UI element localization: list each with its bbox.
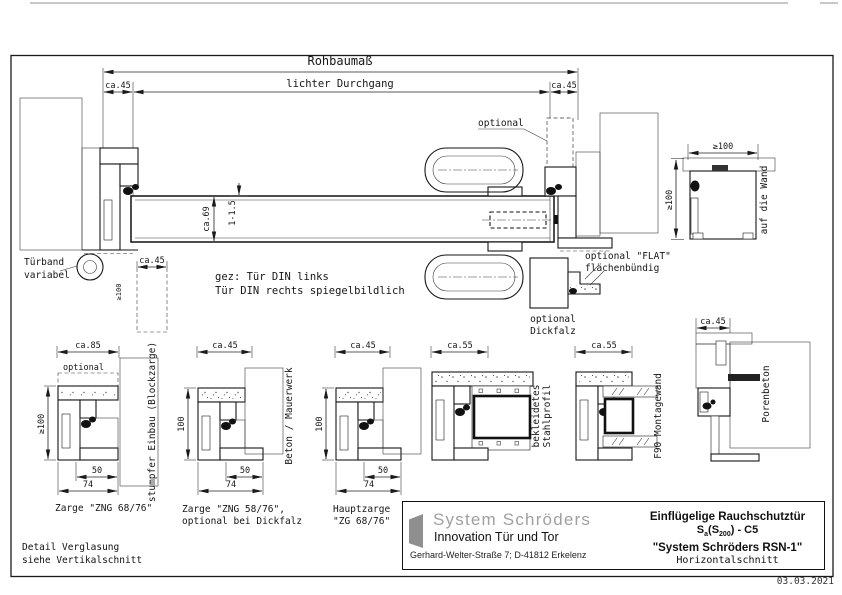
door-handle-outside [424, 147, 524, 197]
wall-mount-detail: ≥100 ≥100 auf die Wand [665, 142, 776, 240]
dim-min100-hinge: ≥100 [115, 284, 123, 301]
detail-blockzarge: ca.85 optional ≥100 50 74 Zarge "ZNG 68/… [37, 341, 159, 514]
hinge [59, 253, 104, 281]
note-gez-1: gez: Tür DIN links [215, 271, 329, 283]
note-gez-2: Tür DIN rechts spiegelbildlich [215, 285, 405, 297]
title-block-drawing-info: Einflügelige Rauchschutztür Sa(S200) - C… [631, 502, 824, 569]
flat-angle [557, 237, 613, 249]
dim-74-hauptzarge: 74 [364, 480, 374, 490]
left-wall [19, 97, 83, 251]
company-logo-icon [409, 514, 423, 548]
dim-50-hauptzarge: 50 [378, 466, 388, 476]
dim-100-hauptzarge: 100 [315, 416, 325, 431]
detail-stahlprofil: ca.55 bekleidetes Stahlprofil [430, 341, 553, 461]
dim-50-zng5876: 50 [240, 466, 250, 476]
door-leaf [130, 195, 555, 243]
dim-ca45-zng5876: ca.45 [212, 341, 238, 351]
glazing-note-line2: siehe Vertikalschnitt [22, 554, 143, 566]
dim-min100-blockzarge: ≥100 [37, 414, 47, 434]
main-section-drawing: Rohbaumaß lichter Durchgang ca.45 ca.45 … [19, 54, 671, 337]
dim-50-blockzarge: 50 [92, 466, 102, 476]
dim-wall-width: ≥100 [713, 142, 733, 152]
side-label-blockzarge: stumpfer Einbau (Blockzarge) [147, 342, 158, 502]
label-tuerband-1: Türband [24, 257, 64, 268]
right-wall [599, 112, 659, 234]
detail-zng5876: ca.45 100 50 74 Zarge "ZNG 58/76", optio… [177, 341, 302, 527]
glazing-note-line1: Detail Verglasung [22, 542, 120, 553]
title-block-company: System Schröders Innovation Tür und Tor … [403, 502, 631, 569]
side-label-stahlprofil-2: Stahlprofil [542, 385, 553, 448]
dim-gap: 1-1.5 [228, 200, 238, 226]
dim-ca55-montagewand: ca.55 [591, 341, 617, 351]
label-dickfalz-2: Dickfalz [530, 326, 576, 337]
door-handle-inside [424, 241, 524, 300]
date-stamp: 03.03.2021 [776, 576, 834, 587]
dickfalz-detail [529, 257, 605, 309]
dim-ca45-porenbeton: ca.45 [700, 317, 726, 327]
detail-montagewand: ca.55 F90 Montagewand [574, 341, 664, 461]
caption-zng5876-2: optional bei Dickfalz [182, 516, 302, 527]
caption-auf-die-wand: auf die Wand [759, 166, 770, 235]
classification: Sa(S200) - C5 [696, 524, 759, 539]
detail-porenbeton: ca.45 Porenbeton [695, 317, 811, 462]
label-optional: optional [478, 118, 524, 129]
company-name: System Schröders [433, 510, 592, 529]
side-label-stahlprofil-1: bekleidetes [531, 385, 542, 448]
side-label-montagewand: F90 Montagewand [653, 373, 664, 459]
label-flat-1: optional "FLAT" [585, 251, 671, 262]
side-label-beton: Beton / Mauerwerk [284, 367, 295, 465]
company-address: Gerhard-Welter-Straße 7; D-41812 Erkelen… [410, 550, 587, 560]
dim-74-zng5876: 74 [226, 480, 236, 490]
view-name: Horizontalschnitt [676, 555, 779, 567]
dim-74-blockzarge: 74 [83, 480, 93, 490]
dim-ca55-stahlprofil: ca.55 [447, 341, 473, 351]
side-label-porenbeton: Porenbeton [761, 365, 772, 422]
caption-hauptzarge-2: "ZG 68/76" [333, 516, 390, 527]
sheet-border [10, 54, 834, 578]
caption-zng5876-1: Zarge "ZNG 58/76", [182, 504, 285, 515]
title-block: System Schröders Innovation Tür und Tor … [402, 501, 825, 570]
dim-100-zng5876: 100 [177, 416, 187, 431]
optional-profile [546, 117, 574, 168]
dim-lichter-durchgang: lichter Durchgang [286, 78, 393, 90]
dim-rohbaumass: Rohbaumaß [307, 54, 372, 68]
product-title: Einflügelige Rauchschutztür [649, 511, 806, 523]
dim-ca45-left: ca.45 [105, 81, 131, 91]
detail-hauptzarge: ca.45 100 50 74 Hauptzarge "ZG 68/76" [315, 341, 422, 527]
company-tagline: Innovation Tür und Tor [434, 530, 559, 544]
dim-ca85: ca.85 [75, 341, 101, 351]
label-optional-blockzarge: optional [63, 363, 104, 373]
dim-ca45-hinge: ca.45 [139, 256, 165, 266]
dim-ca69: ca.69 [202, 206, 212, 232]
system-name: "System Schröders RSN-1" [652, 542, 803, 555]
dim-ca45-hauptzarge: ca.45 [350, 341, 376, 351]
caption-blockzarge: Zarge "ZNG 68/76" [55, 503, 152, 514]
lock-case [489, 211, 547, 229]
label-flat-2: flächenbündig [585, 263, 659, 274]
dim-wall-height: ≥100 [665, 190, 675, 210]
caption-hauptzarge-1: Hauptzarge [333, 504, 390, 515]
dim-ca45-right: ca.45 [551, 81, 577, 91]
label-dickfalz-1: optional [530, 314, 576, 325]
label-tuerband-2: variabel [24, 270, 70, 281]
